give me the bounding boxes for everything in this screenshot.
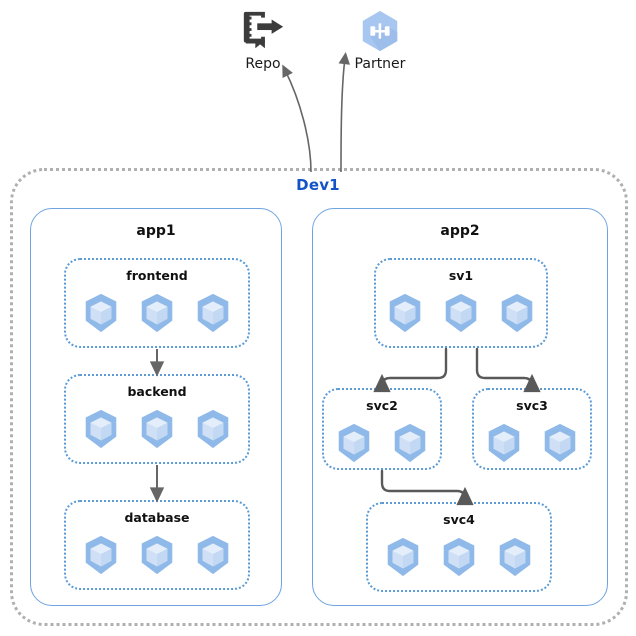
service-title-svc4: svc4 [443,512,475,527]
repo-icon [243,11,284,49]
service-title-database: database [124,510,190,525]
pod-hexagon-cube-icon [197,535,229,575]
pod-hexagon-cube-icon [389,293,421,333]
pod-hexagon-cube-icon [387,537,419,577]
pod-hexagon-cube-icon [445,293,477,333]
pod-hexagon-cube-icon [499,537,531,577]
cluster-label-dev1: Dev1 [296,176,340,194]
pod-hexagon-cube-icon [394,423,426,463]
pod-group-svc3 [474,422,590,464]
pod-group-database [66,534,248,576]
external-node-partner-label: Partner [354,56,406,72]
pod-hexagon-cube-icon [197,409,229,449]
service-title-svc3: svc3 [516,398,548,413]
pod-group-svc2 [324,422,440,464]
pod-hexagon-cube-icon [488,423,520,463]
pod-hexagon-cube-icon [197,293,229,333]
partner-hexagon-icon [362,10,398,52]
service-box-database[interactable]: database [64,500,250,590]
pod-hexagon-cube-icon [141,409,173,449]
service-title-backend: backend [127,384,187,399]
pod-hexagon-cube-icon [141,293,173,333]
pod-group-frontend [66,292,248,334]
service-box-sv1[interactable]: sv1 [374,258,548,348]
connector-cluster-to-partner [338,51,350,173]
pod-group-svc4 [368,536,550,578]
service-box-svc2[interactable]: svc2 [322,388,442,470]
pod-hexagon-cube-icon [85,409,117,449]
pod-hexagon-cube-icon [85,293,117,333]
pod-group-backend [66,408,248,450]
service-box-svc4[interactable]: svc4 [366,502,552,592]
external-node-partner[interactable]: Partner [325,8,435,72]
external-node-repo[interactable]: Repo [208,8,318,72]
service-title-svc2: svc2 [366,398,398,413]
pod-hexagon-cube-icon [443,537,475,577]
pod-hexagon-cube-icon [85,535,117,575]
app-title-app1: app1 [136,223,176,239]
service-title-sv1: sv1 [448,268,474,283]
pod-group-sv1 [376,292,546,334]
pod-hexagon-cube-icon [501,293,533,333]
connector-cluster-to-repo [282,64,312,173]
service-box-backend[interactable]: backend [64,374,250,464]
app-title-app2: app2 [440,223,480,239]
pod-hexagon-cube-icon [338,423,370,463]
external-node-repo-label: Repo [245,56,281,72]
service-title-frontend: frontend [126,268,188,283]
pod-hexagon-cube-icon [141,535,173,575]
service-box-svc3[interactable]: svc3 [472,388,592,470]
pod-hexagon-cube-icon [544,423,576,463]
service-box-frontend[interactable]: frontend [64,258,250,348]
cluster-boundary-dev1 [10,168,628,626]
